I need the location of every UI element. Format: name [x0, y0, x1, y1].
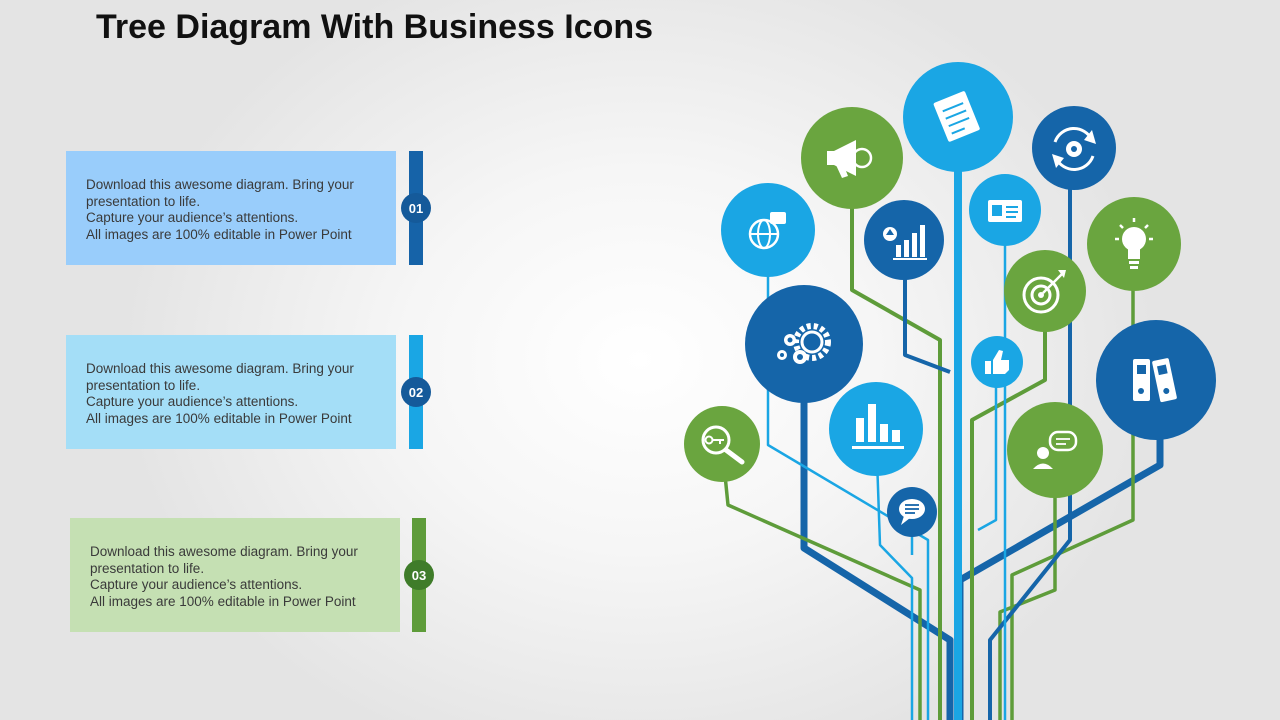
info-box-3: Download this awesome diagram. Bring you…	[70, 518, 400, 632]
info-text-line: Download this awesome diagram. Bring you…	[86, 177, 354, 209]
info-text-line: Capture your audience’s attentions.	[90, 577, 303, 592]
lightbulb-icon	[1087, 197, 1181, 291]
megaphone-icon	[801, 107, 903, 209]
gears-icon	[745, 285, 863, 403]
info-text-line: Download this awesome diagram. Bring you…	[90, 544, 358, 576]
info-text-line: Capture your audience’s attentions.	[86, 210, 299, 225]
step-number-2: 02	[401, 377, 431, 407]
page-title: Tree Diagram With Business Icons	[96, 8, 654, 46]
globe-chat-icon	[721, 183, 815, 277]
info-text-line: All images are 100% editable in Power Po…	[86, 410, 352, 426]
info-text-line: Download this awesome diagram. Bring you…	[86, 361, 354, 393]
person-chat-icon	[1007, 402, 1103, 498]
info-text-line: All images are 100% editable in Power Po…	[86, 226, 352, 242]
info-text-line: All images are 100% editable in Power Po…	[90, 593, 356, 609]
info-box-2: Download this awesome diagram. Bring you…	[66, 335, 396, 449]
growth-chart-icon	[864, 200, 944, 280]
thumbs-up-icon	[971, 336, 1023, 388]
info-box-1: Download this awesome diagram. Bring you…	[66, 151, 396, 265]
step-number-3: 03	[404, 560, 434, 590]
notepad-icon	[903, 62, 1013, 172]
id-card-icon	[969, 174, 1041, 246]
info-text-line: Capture your audience’s attentions.	[86, 394, 299, 409]
target-icon	[1004, 250, 1086, 332]
speech-bubble-icon	[887, 487, 937, 537]
key-search-icon	[684, 406, 760, 482]
bar-chart-icon	[829, 382, 923, 476]
step-number-1: 01	[401, 193, 431, 223]
binders-icon	[1096, 320, 1216, 440]
refresh-gear-icon	[1032, 106, 1116, 190]
